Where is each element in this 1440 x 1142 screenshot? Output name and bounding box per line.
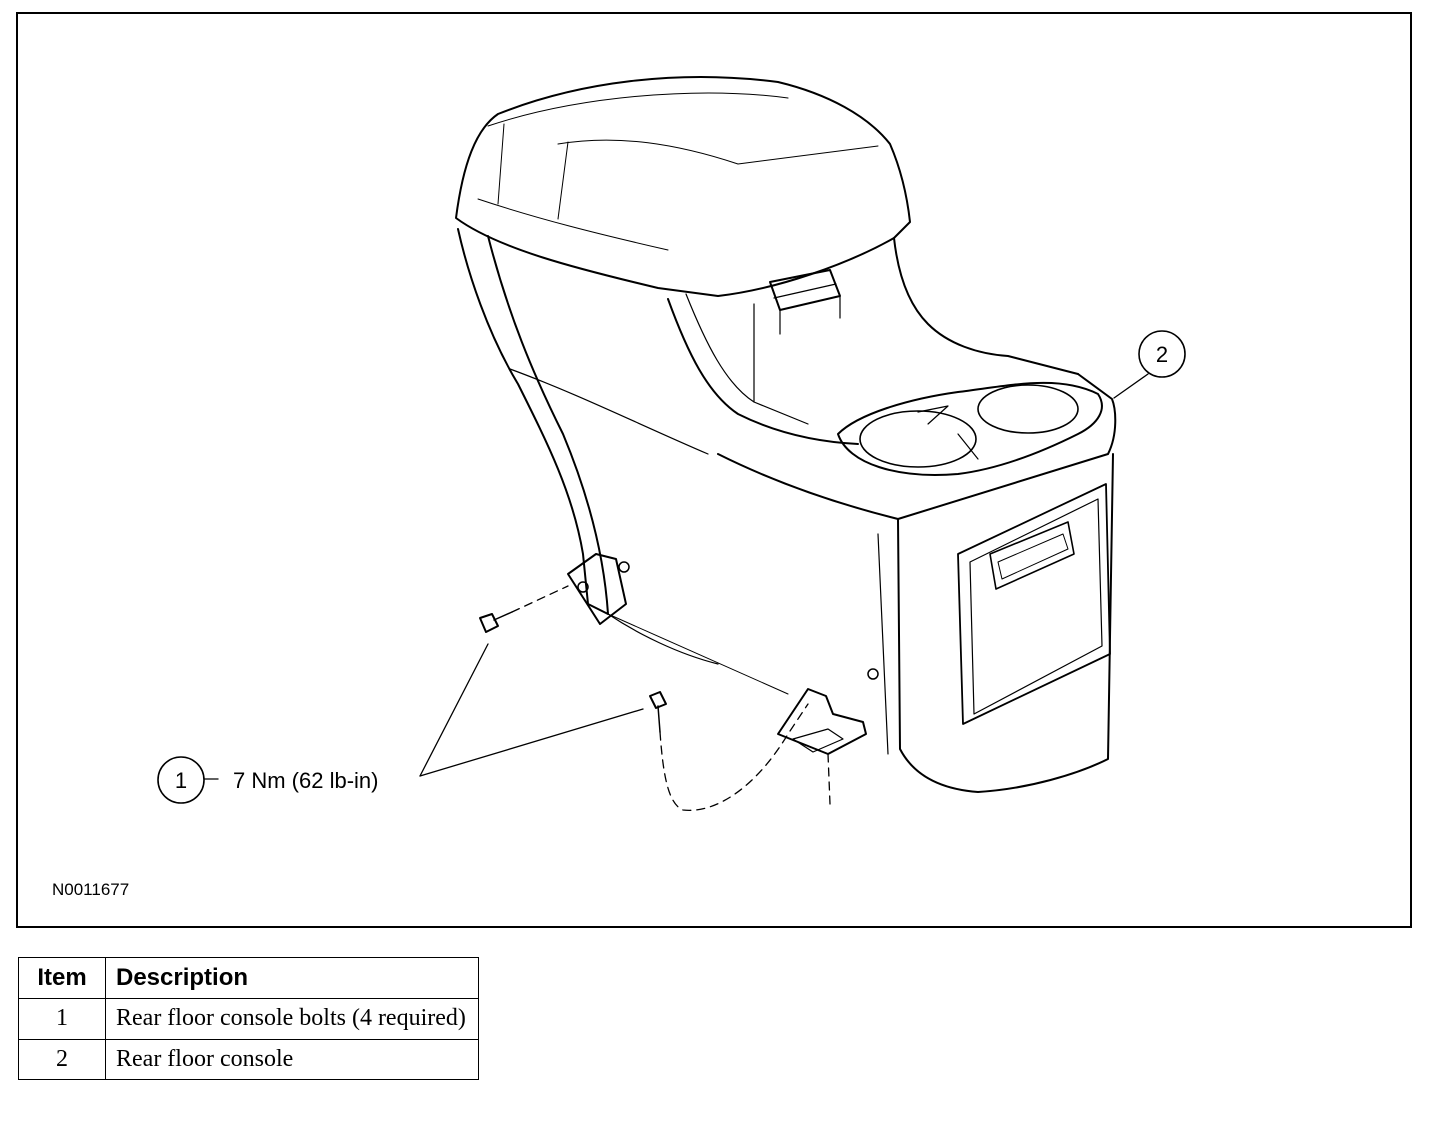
cup-holders xyxy=(837,381,1103,476)
leader-1b xyxy=(419,708,644,777)
legend-item-number: 1 xyxy=(18,998,106,1040)
legend-header-description: Description xyxy=(105,957,479,999)
callout-1: 1 7 Nm (62 lb-in) xyxy=(157,756,378,804)
console-left-side xyxy=(457,228,609,615)
table-row: 2 Rear floor console xyxy=(18,1038,479,1081)
callout-1-number: 1 xyxy=(175,768,187,793)
door-handle xyxy=(989,521,1075,590)
right-bracket xyxy=(777,688,867,755)
latch xyxy=(769,269,841,311)
legend-item-number: 2 xyxy=(18,1038,106,1081)
leader-1a xyxy=(419,643,489,777)
diagram-frame: 1 7 Nm (62 lb-in) 2 N0011677 xyxy=(16,12,1412,928)
legend-header-row: Item Description xyxy=(18,957,479,999)
left-bracket xyxy=(567,553,627,625)
leader-2 xyxy=(1113,373,1149,399)
bolt-upper xyxy=(479,611,513,633)
legend-header-item: Item xyxy=(18,957,106,999)
legend-item-description: Rear floor console bolts (4 required) xyxy=(105,998,479,1040)
console-illustration: 1 7 Nm (62 lb-in) 2 xyxy=(157,76,1186,811)
legend-table: Item Description 1 Rear floor console bo… xyxy=(18,957,479,1081)
callout-1-torque: 7 Nm (62 lb-in) xyxy=(233,768,378,793)
bolt-lower xyxy=(649,691,667,733)
callout-2-number: 2 xyxy=(1156,342,1168,367)
legend-item-description: Rear floor console xyxy=(105,1038,479,1081)
table-row: 1 Rear floor console bolts (4 required) xyxy=(18,998,479,1040)
rear-storage-door xyxy=(957,483,1111,725)
armrest-lid xyxy=(455,76,911,297)
figure-id: N0011677 xyxy=(52,880,130,899)
callout-2: 2 xyxy=(1138,330,1186,378)
